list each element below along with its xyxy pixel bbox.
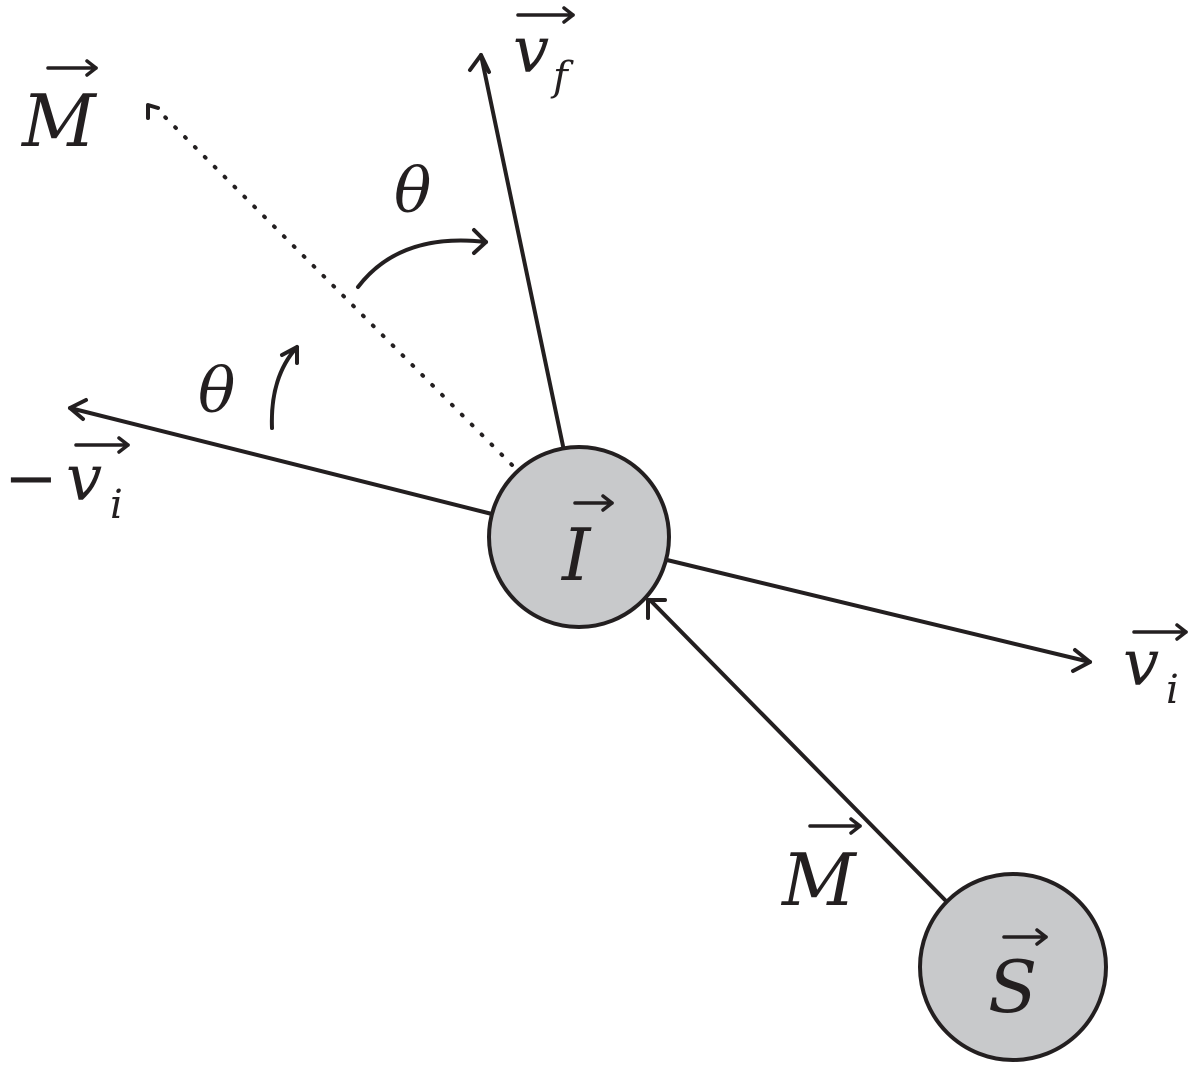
vector-arrow-icon	[46, 59, 98, 77]
node-s	[918, 872, 1108, 1062]
vector-arrow-icon	[1002, 928, 1048, 946]
neg-v-i-arrow	[68, 398, 494, 516]
svg-text:v: v	[66, 442, 102, 516]
label-node-s: S	[988, 928, 1048, 1029]
label-theta-lower: θ	[198, 354, 235, 427]
svg-text:M: M	[780, 838, 858, 922]
svg-text:I: I	[560, 513, 592, 597]
vector-arrow-icon	[808, 817, 862, 835]
vector-arrow-icon	[516, 6, 575, 24]
theta-arc-upper	[356, 228, 488, 289]
node-i	[487, 445, 671, 629]
vector-arrow-icon	[1132, 623, 1188, 641]
label-v-f: v f	[513, 6, 575, 100]
v-f-arrow	[468, 53, 565, 448]
theta-arc-lower	[269, 345, 299, 430]
svg-text:S: S	[988, 945, 1037, 1029]
label-v-i: v i	[1123, 623, 1188, 713]
label-neg-v-i: − v i	[4, 436, 130, 528]
label-m-top: M	[20, 59, 98, 163]
m-dotted-direction	[146, 103, 514, 467]
svg-text:v: v	[1123, 627, 1159, 701]
label-theta-upper: θ	[394, 154, 431, 227]
svg-text:−: −	[4, 442, 58, 516]
svg-text:v: v	[513, 14, 549, 88]
svg-text:i: i	[110, 482, 123, 528]
svg-text:i: i	[1166, 667, 1179, 713]
m-vector-arrow	[646, 598, 947, 902]
v-i-arrow	[665, 558, 1092, 673]
label-node-i: I	[560, 494, 614, 597]
vector-arrow-icon	[573, 494, 614, 512]
label-m-bottom: M	[780, 817, 862, 922]
svg-text:M: M	[20, 79, 98, 163]
svg-text:f: f	[550, 54, 574, 100]
vector-arrow-icon	[74, 436, 130, 454]
